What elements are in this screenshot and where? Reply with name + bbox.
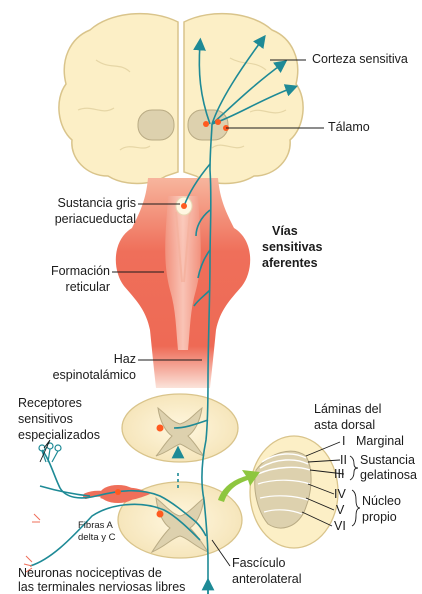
label-sustancia-gel-1: Sustancia (360, 453, 415, 468)
label-neuronas-2: las terminales nerviosas libres (18, 580, 185, 594)
label-receptores-1: Receptores (18, 396, 82, 411)
dorsal-horn-inset (250, 436, 338, 548)
label-laminas-2: asta dorsal (314, 418, 375, 433)
label-lamina-iii: III (334, 467, 344, 482)
label-lamina-i: I (342, 434, 345, 449)
label-neuronas-1: Neuronas nociceptivas de (18, 566, 162, 581)
label-receptores-3: especializados (18, 428, 100, 443)
label-formacion-2: reticular (20, 280, 110, 295)
label-sustancia-gris-2: periacueductal (20, 212, 136, 227)
label-vias-1: Vías (272, 224, 298, 239)
label-talamo: Tálamo (328, 120, 370, 135)
label-haz-2: espinotalámico (20, 368, 136, 383)
label-laminas-1: Láminas del (314, 402, 381, 417)
label-marginal: Marginal (356, 434, 404, 449)
receptor-icon (39, 443, 61, 462)
thalamus (138, 110, 228, 140)
label-vias-2: sensitivas (262, 240, 322, 255)
label-corteza: Corteza sensitiva (312, 52, 408, 67)
label-lamina-iv: IV (334, 487, 346, 502)
label-lamina-vi: VI (334, 519, 346, 534)
label-fibras-2: delta y C (78, 532, 116, 543)
label-formacion-1: Formación (20, 264, 110, 279)
label-sustancia-gris-1: Sustancia gris (20, 196, 136, 211)
label-vias-3: aferentes (262, 256, 318, 271)
label-receptores-2: sensitivos (18, 412, 73, 427)
label-haz-1: Haz (20, 352, 136, 367)
label-lamina-ii: II (340, 453, 347, 468)
label-nucleo-1: Núcleo (362, 494, 401, 509)
label-fibras-1: Fibras A (78, 520, 113, 531)
label-lamina-v: V (336, 503, 344, 518)
label-fasciculo-1: Fascículo (232, 556, 286, 571)
label-sustancia-gel-2: gelatinosa (360, 468, 417, 483)
label-nucleo-2: propio (362, 510, 397, 525)
label-fasciculo-2: anterolateral (232, 572, 302, 587)
